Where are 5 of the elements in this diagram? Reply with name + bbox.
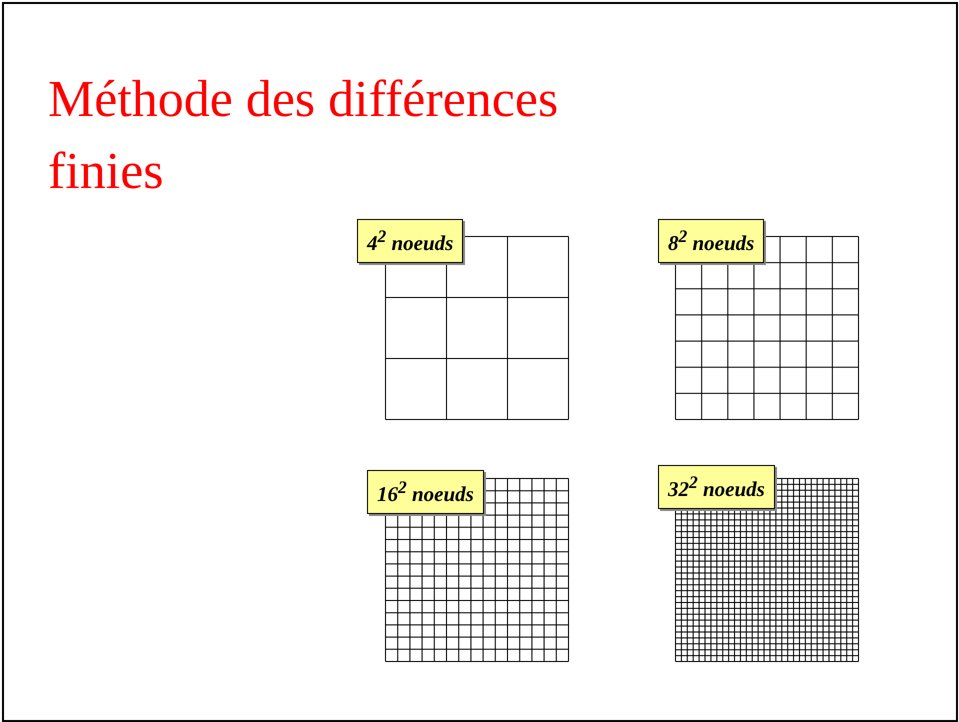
grid-size-label: 16$^{2}$ noeuds bbox=[367, 470, 484, 514]
grid-size-label: 32$^{2}$ noeuds bbox=[658, 465, 775, 509]
slide-title: Méthode des différences finies bbox=[48, 70, 560, 202]
grid-size-label: 4$^{2}$ noeuds bbox=[357, 219, 464, 263]
grid-size-label: 8$^{2}$ noeuds bbox=[658, 219, 764, 263]
